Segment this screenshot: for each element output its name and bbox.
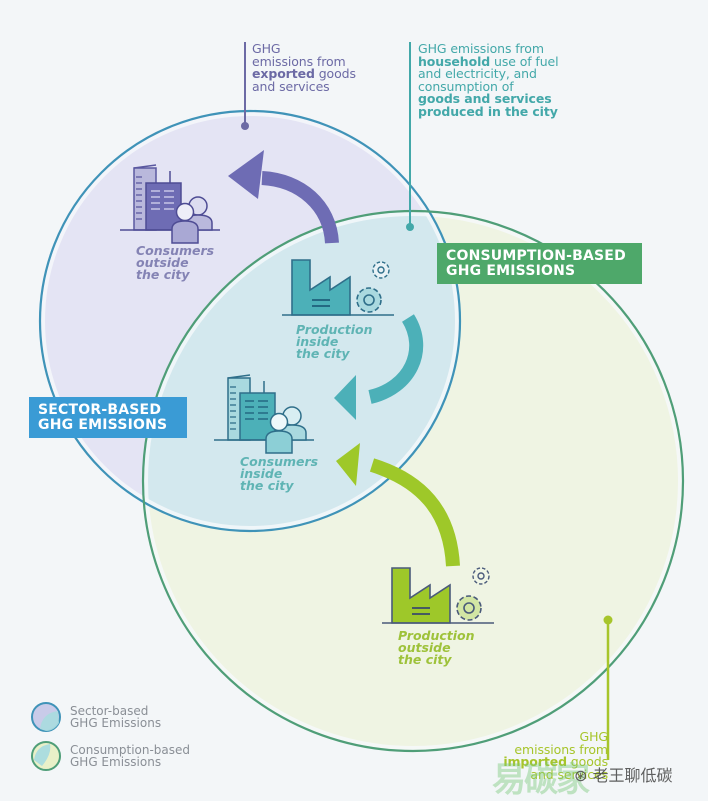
label-line: outside bbox=[398, 640, 451, 655]
household-leader-line bbox=[406, 42, 414, 231]
callout-bold-text: produced in the city bbox=[418, 103, 558, 119]
consumption-halo bbox=[144, 212, 682, 750]
callout-exported-emissions: GHG emissions from exported goods and se… bbox=[252, 41, 392, 94]
callout-imported-emissions: GHG emissions from imported goods and se… bbox=[488, 729, 609, 782]
label-line: inside bbox=[296, 334, 339, 349]
callout-text: use of fuel bbox=[490, 53, 559, 69]
label-line: the city bbox=[296, 346, 350, 361]
callout-text: and electricity, and bbox=[418, 66, 537, 81]
sector-legend-swatch-icon bbox=[31, 702, 61, 732]
callout-text: GHG bbox=[579, 729, 609, 744]
legend-item-consumption-based: Consumption-based GHG Emissions bbox=[30, 740, 190, 772]
label-consumers-outside-city: Consumers outside the city bbox=[136, 243, 215, 282]
callout-bold-text: imported bbox=[503, 754, 567, 769]
exported-leader-line bbox=[241, 42, 249, 130]
arrow-production-inside-to-consumers-outside bbox=[228, 150, 339, 244]
sector-based-circle-outline bbox=[38, 109, 462, 533]
label-line: the city bbox=[240, 478, 294, 493]
badge-text: GHG EMISSIONS bbox=[38, 417, 168, 433]
label-line: Production bbox=[296, 322, 373, 337]
badge-text: GHG EMISSIONS bbox=[446, 263, 576, 279]
consumption-based-circle-outline bbox=[141, 209, 685, 753]
callout-text: goods bbox=[566, 754, 608, 769]
legend-label: Consumption-based bbox=[70, 743, 191, 757]
label-line: outside bbox=[136, 255, 189, 270]
arrow-production-inside-to-consumers-inside bbox=[334, 314, 424, 420]
buildings-people-icon bbox=[120, 164, 220, 244]
wechat-icon: ⊛ bbox=[574, 766, 593, 785]
label-line: Consumers bbox=[240, 454, 319, 469]
sector-halo bbox=[41, 112, 459, 530]
factory-gears-icon bbox=[282, 259, 394, 316]
label-line: Production bbox=[398, 628, 475, 643]
label-line: the city bbox=[136, 267, 190, 282]
legend-label: GHG Emissions bbox=[70, 755, 162, 769]
callout-text: and services bbox=[530, 766, 608, 782]
callout-bold-text: household bbox=[418, 53, 491, 69]
label-production-inside-city: Production inside the city bbox=[296, 322, 373, 361]
badge-text: SECTOR-BASED bbox=[38, 402, 162, 418]
badge-text: CONSUMPTION-BASED bbox=[446, 248, 626, 264]
label-line: inside bbox=[240, 466, 283, 481]
watermark-brand: 易碳家 bbox=[492, 760, 590, 800]
legend-label: Sector-based bbox=[70, 704, 149, 718]
callout-text: emissions from bbox=[252, 53, 346, 69]
callout-text: and services bbox=[252, 78, 330, 94]
imported-leader-line bbox=[603, 615, 613, 760]
callout-text: GHG emissions from bbox=[418, 41, 544, 56]
legend-label: GHG Emissions bbox=[70, 716, 162, 730]
buildings-people-icon-inside bbox=[214, 374, 314, 454]
callout-household-emissions: GHG emissions from household use of fuel… bbox=[418, 41, 588, 119]
factory-gears-icon-outside bbox=[382, 567, 494, 624]
label-production-outside-city: Production outside the city bbox=[398, 628, 475, 667]
callout-bold-text: exported bbox=[252, 66, 315, 81]
label-line: the city bbox=[398, 652, 452, 667]
callout-bold-text: goods and services bbox=[418, 91, 552, 106]
callout-text: emissions from bbox=[514, 741, 608, 757]
sector-based-badge: SECTOR-BASED GHG EMISSIONS bbox=[29, 397, 187, 438]
watermark-text: 老王聊低碳 bbox=[592, 766, 673, 785]
watermark-text-wrap: ⊛ 老王聊低碳 bbox=[574, 762, 673, 786]
consumption-based-badge: CONSUMPTION-BASED GHG EMISSIONS bbox=[437, 243, 642, 284]
label-consumers-inside-city: Consumers inside the city bbox=[240, 454, 319, 493]
label-line: Consumers bbox=[136, 243, 215, 258]
legend-item-sector-based: Sector-based GHG Emissions bbox=[30, 701, 161, 733]
consumption-legend-swatch-icon bbox=[31, 741, 61, 771]
watermark: 易碳家 ⊛ 老王聊低碳 bbox=[492, 752, 702, 800]
callout-text: GHG bbox=[252, 41, 281, 56]
arrow-production-outside-to-consumers-inside bbox=[336, 443, 460, 567]
callout-text: consumption of bbox=[418, 78, 514, 94]
callout-text: goods bbox=[314, 66, 356, 81]
